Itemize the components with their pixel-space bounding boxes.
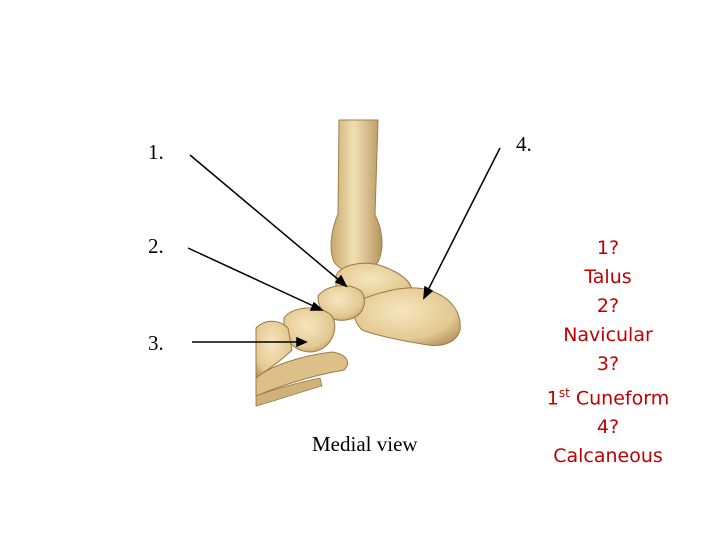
label-3: 3. (148, 331, 164, 355)
answer-question-3: 3? (596, 353, 620, 375)
answer-cuneiform-ordinal: st (558, 386, 570, 400)
arrowhead-3 (296, 336, 308, 348)
answer-calcaneous: Calcaneous (553, 445, 663, 468)
calcaneus-bone (353, 287, 461, 346)
answer-navicular: Navicular (563, 324, 653, 346)
label-2: 2. (148, 234, 164, 258)
metatarsal-lower (255, 351, 348, 397)
arrowhead-1 (334, 274, 348, 288)
pointer-line-1 (189, 154, 347, 287)
pointer-line-2 (187, 247, 323, 311)
answer-question-4: 4? (596, 416, 620, 439)
answer-cuneiform-name: Cuneform (569, 387, 670, 410)
arrowhead-2 (309, 301, 324, 311)
answer-key: 1? Talus 2? Navicular 3? 1st Cuneform 4?… (526, 234, 690, 471)
view-caption: Medial view (312, 432, 418, 456)
answer-question-1: 1? (596, 237, 620, 259)
label-1: 1. (148, 140, 164, 164)
label-4: 4. (516, 132, 532, 156)
answer-cuneiform-number: 1 (546, 387, 559, 410)
tibia-bone (330, 119, 383, 273)
metatarsal-shaft (255, 377, 323, 407)
pointer-line-4 (423, 147, 501, 299)
arrowhead-4 (423, 285, 434, 300)
answer-question-2: 2? (596, 295, 620, 317)
answer-talus: Talus (584, 266, 632, 288)
answer-first-cuneiform: 1st Cuneform (526, 379, 690, 413)
